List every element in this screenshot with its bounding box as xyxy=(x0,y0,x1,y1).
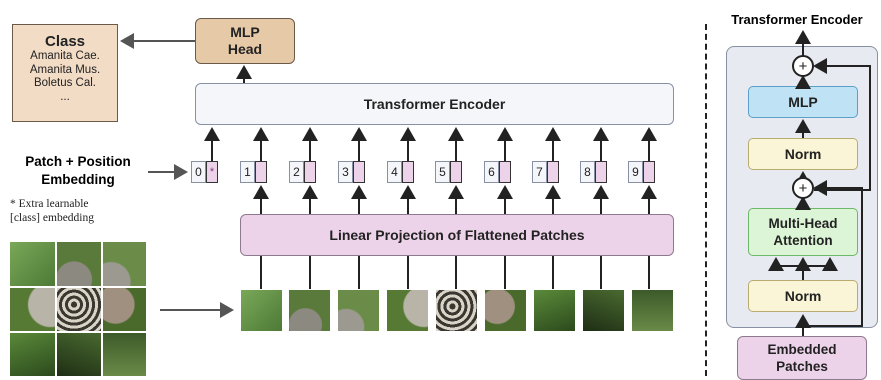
mlp-head-line1: MLP xyxy=(230,24,260,40)
class-embedding-note-line1: * Extra learnable xyxy=(10,198,89,210)
image-grid-lines xyxy=(10,242,146,376)
flattened-patch xyxy=(386,289,429,332)
norm-block-bottom: Norm xyxy=(748,280,858,312)
mlp-block: MLP xyxy=(748,86,858,118)
token-position-2: 2 xyxy=(289,161,304,183)
mlp-head-line2: Head xyxy=(227,41,263,57)
linear-projection-block: Linear Projection of Flattened Patches xyxy=(240,214,674,256)
token-to-encoder-arrows xyxy=(204,127,657,161)
flattened-patch xyxy=(288,289,331,332)
patch-position-line2: Embedding xyxy=(41,172,115,187)
image-cell xyxy=(56,332,101,376)
embedded-patches-block: Embedded Patches xyxy=(737,336,867,380)
embedded-line1: Embedded xyxy=(767,342,837,357)
add-symbol: + xyxy=(799,180,808,197)
token-position-8: 8 xyxy=(580,161,595,183)
patch-token-embedding xyxy=(547,161,559,183)
embedded-line2: Patches xyxy=(776,359,828,374)
patch-position-line1: Patch + Position xyxy=(25,154,131,169)
class-output-box: Class Amanita Cae. Amanita Mus. Boletus … xyxy=(12,24,118,122)
flattened-patch xyxy=(240,289,283,332)
norm-block-top: Norm xyxy=(748,138,858,170)
image-cell xyxy=(56,287,101,331)
mha-line2: Attention xyxy=(773,233,833,248)
add-icon xyxy=(792,177,814,199)
image-cell xyxy=(10,242,55,286)
token-position-1: 1 xyxy=(240,161,255,183)
multi-head-attention-block: Multi-Head Attention xyxy=(748,208,858,256)
patch-token-embedding xyxy=(304,161,316,183)
flattened-patch xyxy=(631,289,674,332)
patch-token-embedding xyxy=(402,161,414,183)
transformer-encoder-block: Transformer Encoder xyxy=(195,83,674,125)
patch-token-embedding xyxy=(595,161,607,183)
mha-line1: Multi-Head xyxy=(768,216,838,231)
patch-to-projection-lines xyxy=(260,256,650,289)
image-cell xyxy=(56,242,101,286)
flattened-patch xyxy=(337,289,380,332)
patch-token-embedding xyxy=(353,161,365,183)
class-token-embedding: * xyxy=(206,161,218,183)
class-embedding-note: * Extra learnable [class] embedding xyxy=(10,197,94,225)
patch-token-embedding xyxy=(255,161,267,183)
token-position-7: 7 xyxy=(532,161,547,183)
add-icon xyxy=(792,55,814,77)
image-cell xyxy=(10,287,55,331)
patch-position-label: Patch + Position Embedding xyxy=(10,153,146,189)
token-position-0: 0 xyxy=(191,161,206,183)
patch-token-embedding xyxy=(450,161,462,183)
flattened-patch xyxy=(484,289,527,332)
token-position-5: 5 xyxy=(435,161,450,183)
patch-token-embedding xyxy=(499,161,511,183)
token-position-9: 9 xyxy=(628,161,643,183)
flattened-patch xyxy=(582,289,625,332)
token-position-3: 3 xyxy=(338,161,353,183)
class-item: Amanita Cae. xyxy=(30,50,100,62)
class-embedding-note-line2: [class] embedding xyxy=(10,212,94,224)
patch-token-embedding xyxy=(643,161,655,183)
flattened-patch xyxy=(533,289,576,332)
mlp-head-block: MLP Head xyxy=(195,18,295,64)
token-position-4: 4 xyxy=(387,161,402,183)
image-cell xyxy=(102,332,146,376)
image-cell xyxy=(10,332,55,376)
residual-add-circles: + + xyxy=(792,55,814,199)
source-image-grid xyxy=(10,242,146,376)
class-item: Amanita Mus. xyxy=(29,63,101,76)
projection-to-token-arrows xyxy=(253,185,657,214)
image-cell xyxy=(102,287,146,331)
flattened-patch xyxy=(435,289,478,332)
class-item: Boletus Cal. xyxy=(33,77,96,89)
token-position-6: 6 xyxy=(484,161,499,183)
encoder-detail-connectors xyxy=(768,30,871,336)
encoder-detail-title: Transformer Encoder xyxy=(731,12,863,27)
add-symbol: + xyxy=(799,58,808,75)
section-divider xyxy=(705,24,707,376)
image-cell xyxy=(102,242,146,286)
class-item: ... xyxy=(60,90,70,103)
class-title: Class xyxy=(44,33,86,50)
